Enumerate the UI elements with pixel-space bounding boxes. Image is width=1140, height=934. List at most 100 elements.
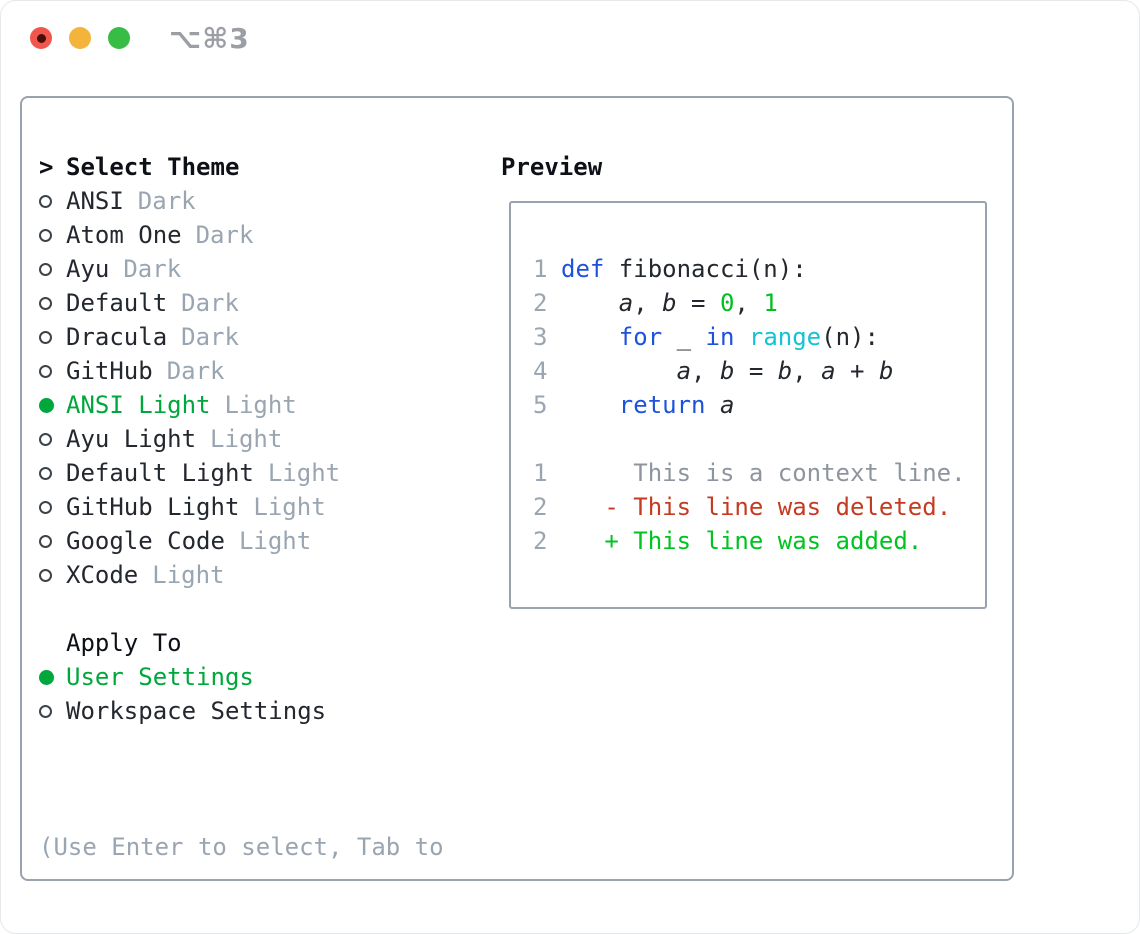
- theme-option-github-light[interactable]: GitHub Light Light: [39, 490, 340, 524]
- radio-dot-icon: [39, 228, 52, 242]
- radio-dot-icon: [39, 432, 52, 446]
- radio-dot-icon: [39, 262, 52, 276]
- theme-option-xcode[interactable]: XCode Light: [39, 558, 340, 592]
- code-token: [561, 357, 677, 385]
- radio-icon: [39, 568, 66, 582]
- line-number: 2: [533, 493, 548, 521]
- code-token: [561, 493, 604, 521]
- radio-selected-icon: [39, 397, 66, 413]
- code-token: def: [561, 255, 605, 283]
- code-token: a: [676, 357, 692, 385]
- code-line: 2 a, b = 0, 1: [533, 286, 893, 320]
- minimize-button-icon[interactable]: [69, 27, 91, 49]
- code-token: return: [618, 391, 706, 419]
- code-token: =: [734, 357, 778, 385]
- preview-title: Preview: [501, 153, 603, 181]
- code-token: in: [705, 323, 735, 351]
- code-line: 1 This is a context line.: [533, 456, 966, 490]
- option-label: Atom One: [66, 221, 182, 249]
- option-variant-label: Light: [224, 391, 297, 419]
- code-token: (n):: [821, 323, 879, 351]
- radio-dot-icon: [39, 500, 52, 514]
- option-label: Default Light: [66, 459, 254, 487]
- option-label: GitHub Light: [66, 493, 240, 521]
- option-variant-label: Light: [210, 425, 283, 453]
- apply-to-title: Apply To: [66, 629, 182, 657]
- option-variant-label: Dark: [123, 255, 182, 283]
- theme-option-default-light[interactable]: Default Light Light: [39, 456, 340, 490]
- option-variant-label: Dark: [166, 357, 225, 385]
- option-variant-label: Light: [152, 561, 225, 589]
- code-token: range: [748, 323, 822, 351]
- radio-icon: [39, 330, 66, 344]
- code-line: 5 return a: [533, 388, 893, 422]
- radio-dot-icon: [39, 534, 52, 548]
- theme-list-title: Select Theme: [66, 153, 240, 181]
- help-line-1: (Use Enter to select, Tab to: [39, 833, 444, 861]
- code-token: + This line was added.: [604, 527, 923, 555]
- apply-option-user-settings[interactable]: User Settings: [39, 660, 326, 694]
- code-token: [561, 289, 619, 317]
- code-token: b: [878, 357, 894, 385]
- prompt-icon: >: [39, 153, 54, 181]
- radio-icon: [39, 500, 66, 514]
- code-token: ,: [633, 289, 663, 317]
- line-number: 1: [533, 459, 548, 487]
- line-number: 1: [533, 255, 548, 283]
- code-token: =: [676, 289, 720, 317]
- option-label: User Settings: [66, 663, 254, 691]
- code-token: [561, 323, 619, 351]
- titlebar: ⌥⌘3: [30, 16, 250, 60]
- option-variant-label: Light: [267, 459, 341, 487]
- radio-dot-icon: [39, 669, 54, 685]
- diff-preview: 1 This is a context line. 2 - This line w…: [533, 456, 966, 558]
- code-token: - This line was deleted.: [604, 493, 952, 521]
- preview-title-row: Preview: [501, 150, 602, 184]
- radio-dot-icon: [39, 568, 52, 582]
- option-label: Ayu Light: [66, 425, 197, 453]
- option-variant-label: Light: [253, 493, 326, 521]
- line-content: def fibonacci(n):: [561, 252, 807, 286]
- code-token: _: [662, 323, 706, 351]
- code-token: a: [821, 357, 836, 385]
- theme-option-ansi-light[interactable]: ANSI Light Light: [39, 388, 340, 422]
- apply-option-workspace-settings[interactable]: Workspace Settings: [39, 694, 326, 728]
- zoom-button-icon[interactable]: [108, 27, 130, 49]
- radio-icon: [39, 466, 66, 480]
- theme-option-ayu-light[interactable]: Ayu Light Light: [39, 422, 340, 456]
- option-label: XCode: [66, 561, 139, 589]
- code-token: a: [719, 391, 735, 419]
- window-title-shortcut: ⌥⌘3: [169, 21, 250, 55]
- radio-dot-icon: [39, 704, 52, 718]
- option-label: Workspace Settings: [66, 697, 327, 725]
- code-token: b: [719, 357, 735, 385]
- code-token: b: [662, 289, 677, 317]
- radio-icon: [39, 432, 66, 446]
- code-token: [706, 391, 720, 419]
- option-label: Default: [66, 289, 168, 317]
- radio-dot-icon: [39, 364, 52, 378]
- option-label: ANSI Light: [66, 391, 211, 419]
- code-line: 2 + This line was added.: [533, 524, 966, 558]
- radio-icon: [39, 364, 66, 378]
- code-token: [561, 527, 604, 555]
- code-token: a: [618, 289, 634, 317]
- close-button-icon[interactable]: [30, 27, 52, 49]
- option-variant-label: Dark: [181, 323, 239, 351]
- line-content: + This line was added.: [561, 524, 922, 558]
- line-content: a, b = b, a + b: [561, 354, 894, 388]
- option-label: ANSI: [66, 187, 124, 215]
- radio-icon: [39, 704, 66, 718]
- radio-selected-icon: [39, 669, 66, 685]
- radio-icon: [39, 296, 66, 310]
